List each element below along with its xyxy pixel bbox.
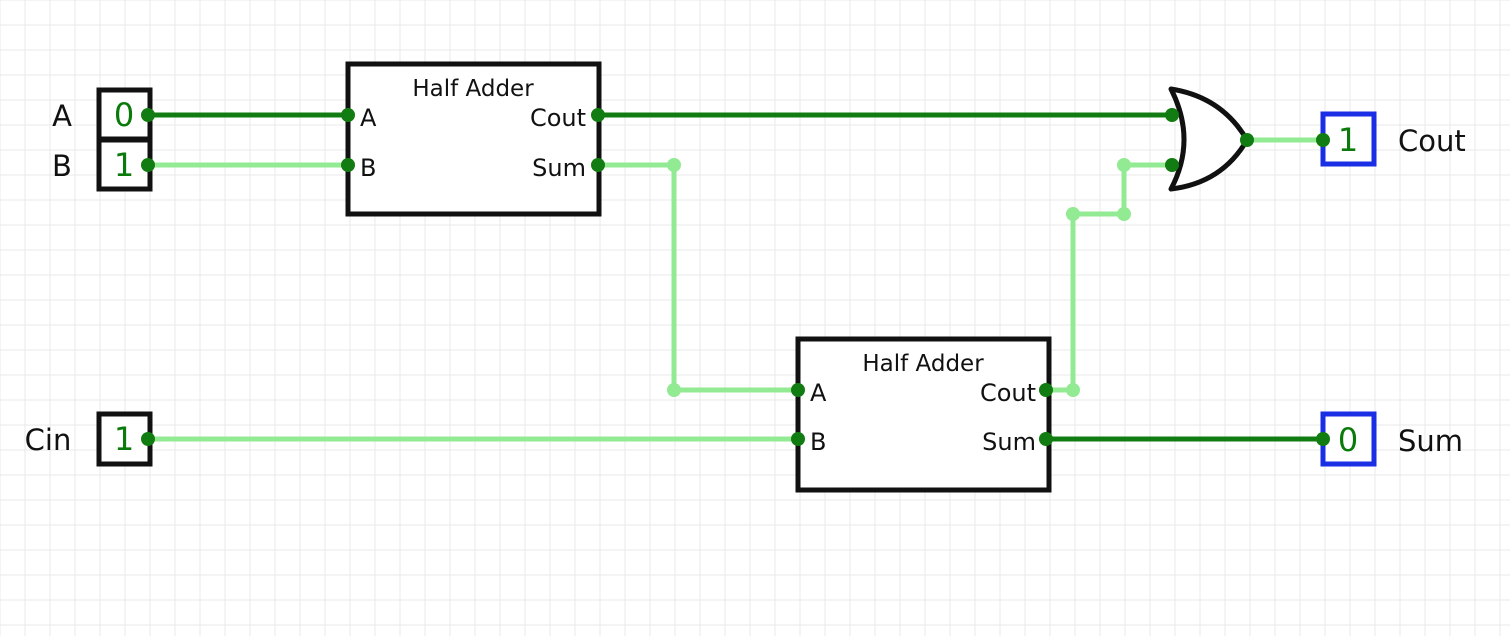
input-cin-pin[interactable] [141,432,155,446]
output-cout-pin[interactable] [1316,133,1330,147]
or-gate[interactable] [1165,86,1254,192]
wire-ha1sum-to-ha2a[interactable] [595,162,801,393]
output-sum-pin[interactable] [1316,432,1330,446]
wire-ha2cout-to-or[interactable] [1043,162,1175,393]
input-a[interactable]: A 0 [52,87,155,142]
half-adder-2-pin-sum[interactable] [1039,432,1053,446]
input-cin-value: 1 [114,420,134,458]
half-adder-1-port-cout-label: Cout [530,104,586,132]
half-adder-1-port-b-label: B [360,154,376,182]
wire-junction-node [1066,383,1080,397]
wire-junction-node [1117,207,1131,221]
wire-junction-node [1117,158,1131,172]
half-adder-2-pin-cout[interactable] [1039,383,1053,397]
half-adder-2-port-cout-label: Cout [980,379,1036,407]
half-adder-1-pin-sum[interactable] [591,158,605,172]
output-sum-display [1320,411,1377,467]
half-adder-1-port-sum-label: Sum [532,154,586,182]
wire-junction-node [667,383,681,397]
or-gate-pin-in-1[interactable] [1165,108,1179,122]
half-adder-2-pin-b[interactable] [791,432,805,446]
output-cout-value: 1 [1338,121,1358,159]
output-sum[interactable]: 0 Sum [1316,411,1463,467]
wire-junction-node [1066,207,1080,221]
wire-junction-node [667,158,681,172]
input-b-label: B [52,149,72,183]
half-adder-1-port-a-label: A [360,104,377,132]
input-b[interactable]: B 1 [52,137,155,192]
half-adder-1-title: Half Adder [412,76,534,102]
output-cout[interactable]: 1 Cout [1316,111,1466,167]
input-a-value: 0 [114,96,134,134]
half-adder-1-pin-a[interactable] [341,108,355,122]
input-a-label: A [52,99,72,133]
half-adder-2-port-b-label: B [810,428,826,456]
half-adder-2-pin-a[interactable] [791,383,805,397]
input-a-pin[interactable] [141,108,155,122]
half-adder-1[interactable]: Half Adder A B Cout Sum [341,61,605,217]
input-b-pin[interactable] [141,158,155,172]
or-gate-pin-out[interactable] [1240,133,1254,147]
half-adder-1-body[interactable] [345,61,602,217]
wires-layer [145,112,1326,442]
half-adder-1-pin-b[interactable] [341,158,355,172]
half-adder-2-title: Half Adder [862,351,984,377]
output-cout-label: Cout [1398,124,1466,158]
half-adder-1-pin-cout[interactable] [591,108,605,122]
input-b-value: 1 [114,146,134,184]
output-sum-value: 0 [1338,421,1358,459]
input-cin[interactable]: Cin 1 [25,411,155,467]
half-adder-2[interactable]: Half Adder A B Cout Sum [791,336,1053,493]
input-cin-label: Cin [25,423,72,457]
half-adder-2-port-a-label: A [810,379,827,407]
or-gate-pin-in-2[interactable] [1165,158,1179,172]
half-adder-2-body[interactable] [795,336,1052,493]
output-sum-label: Sum [1398,424,1463,458]
or-gate-icon[interactable] [1168,86,1250,192]
half-adder-2-port-sum-label: Sum [982,428,1036,456]
